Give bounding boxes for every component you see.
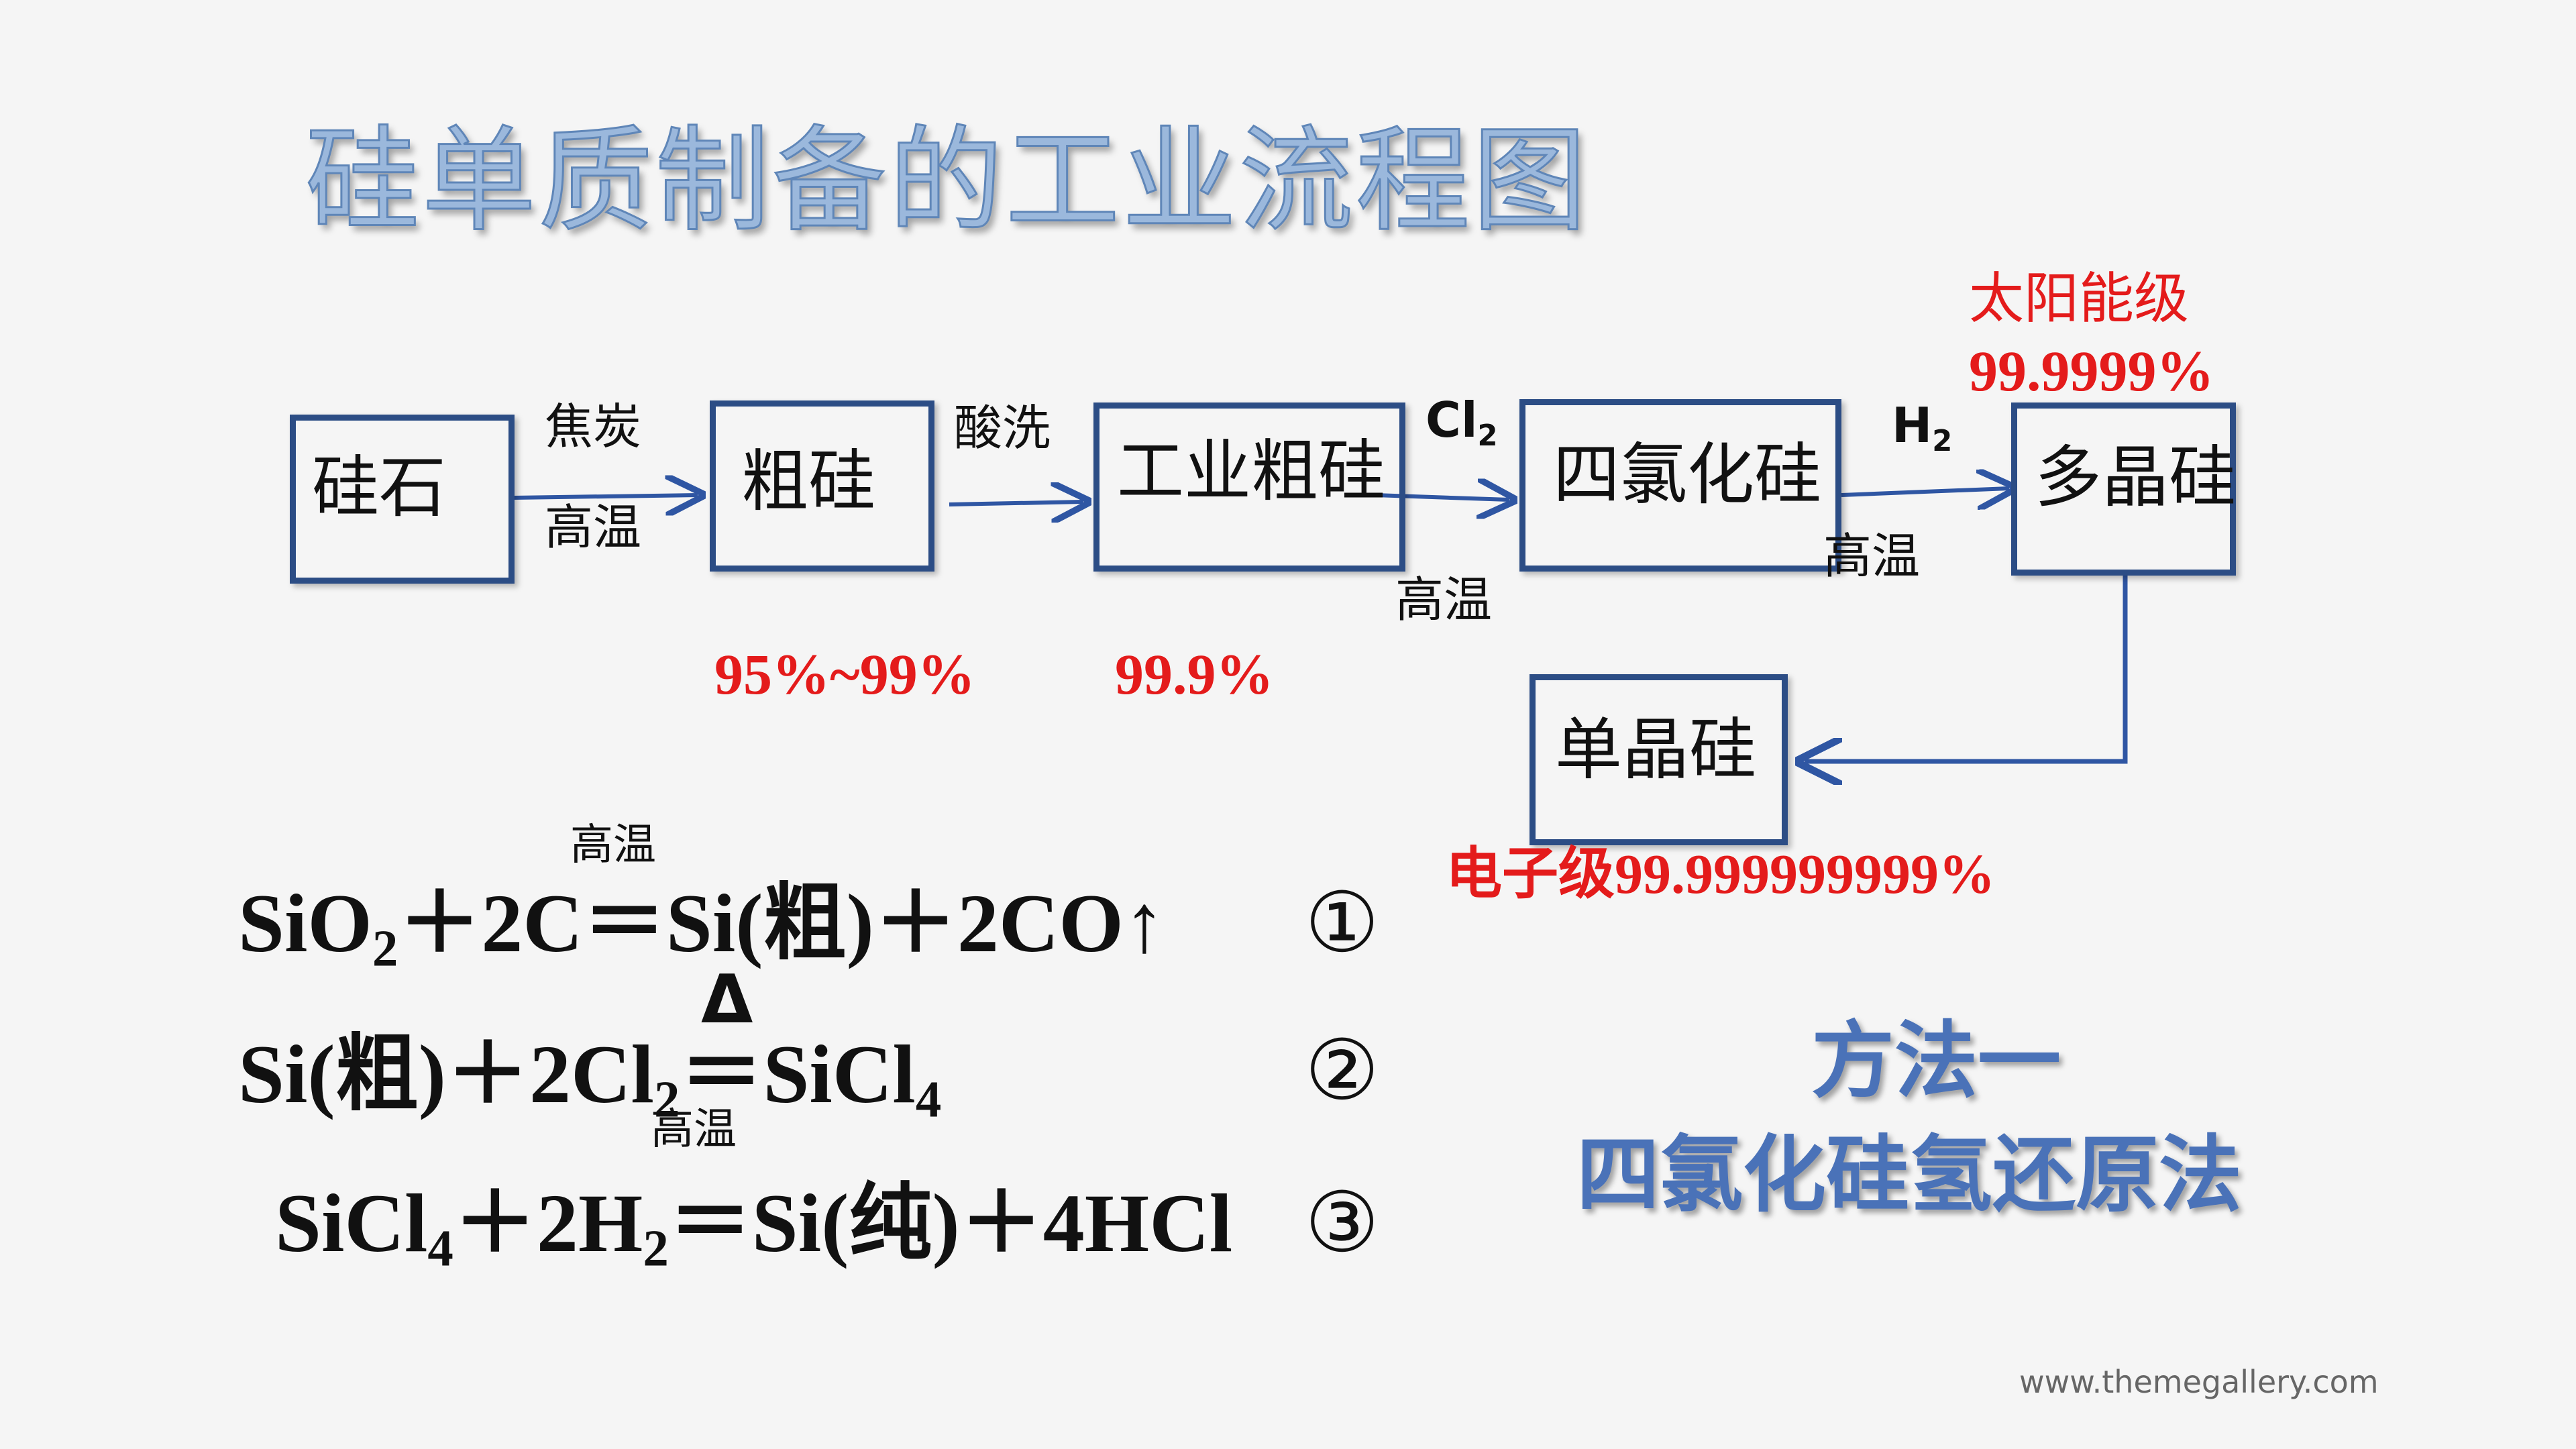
arrow-poly-to-single [1805,576,2128,761]
watermark: www.themegallery.com [2019,1364,2379,1400]
cond-high-temp-1: 高温 [545,499,642,555]
label-crude-si: 粗硅 [741,442,875,521]
eq3-condition: 高温 [651,1105,737,1155]
arrow-silica-to-crude [513,495,698,498]
arrow-sicl4-to-poly [1841,488,2009,495]
box-single-crystal-si [1529,674,1788,845]
eq2-condition: Δ [701,960,753,1038]
cond-high-temp-3: 高温 [1823,528,1921,584]
box-silica [290,415,515,584]
label-single-crystal-si: 单晶硅 [1555,710,1756,789]
label-sicl4: 四氯化硅 [1553,435,1821,514]
cond-acid-wash: 酸洗 [954,400,1051,456]
method-line-1: 方法一 [1811,1013,2061,1110]
purity-crude: 95%~99% [714,642,975,706]
purity-industrial: 99.9% [1115,642,1274,706]
arrow-industrial-to-sicl4 [1375,495,1509,500]
arrow-crude-to-industrial [949,502,1083,504]
equation-3: SiCl4＋2H2＝Si(纯)＋4HCl [275,1177,1233,1277]
equation-2: Si(粗)＋2Cl2＝SiCl4 [238,1028,942,1128]
box-sicl4 [1519,399,1841,572]
label-polysilicon: 多晶硅 [2035,438,2236,517]
purity-electronic: 电子级99.999999999% [1446,843,1996,906]
page-title: 硅单质制备的工业流程图 [304,115,1590,248]
box-polysilicon [2011,402,2236,576]
cond-coke: 焦炭 [545,398,642,455]
equation-1-number: ① [1305,877,1380,969]
method-line-2: 四氯化硅氢还原法 [1576,1127,2243,1224]
box-industrial-crude-si [1093,402,1405,572]
purity-solar-label: 太阳能级 [1969,267,2190,331]
cond-high-temp-2: 高温 [1395,572,1493,628]
equation-2-number: ② [1305,1025,1380,1117]
label-industrial-crude-si: 工业粗硅 [1117,432,1385,511]
purity-solar-value: 99.9999% [1969,339,2214,403]
cond-h2: H2 [1892,397,1953,458]
equation-1: SiO2＋2C＝Si(粗)＋2CO↑ [238,877,1165,977]
equation-3-number: ③ [1305,1177,1380,1269]
box-crude-si [710,400,934,572]
label-silica: 硅石 [312,448,446,527]
cond-cl2: Cl2 [1426,392,1498,453]
eq1-condition: 高温 [570,820,656,870]
